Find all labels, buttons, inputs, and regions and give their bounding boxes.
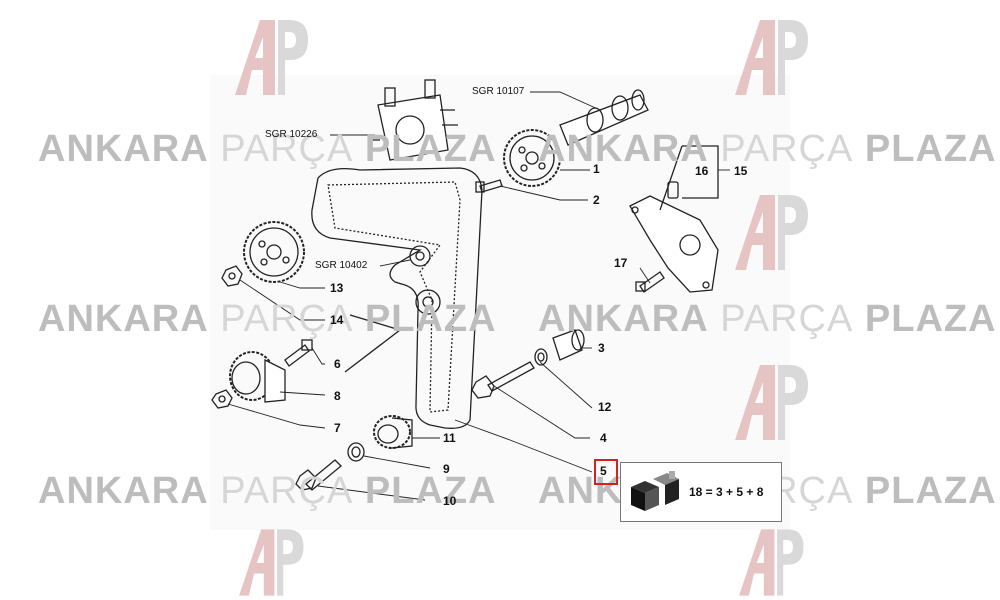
callout-10[interactable]: 10: [443, 494, 457, 508]
group-bracket: [682, 145, 719, 199]
callout-13[interactable]: 13: [330, 281, 344, 295]
bolt: [635, 271, 665, 293]
camshaft: [559, 89, 649, 146]
callout-2[interactable]: 2: [593, 193, 600, 207]
callout-7[interactable]: 7: [334, 421, 341, 435]
tensioner-pulley: [415, 289, 441, 315]
camshaft-gear: [503, 129, 561, 187]
watermark-logo: [239, 529, 304, 596]
callout-11[interactable]: 11: [443, 431, 456, 445]
kit-box-icon: [631, 471, 679, 511]
washer: [347, 442, 365, 462]
callout-4[interactable]: 4: [600, 431, 607, 445]
crankshaft-gear: [373, 415, 413, 449]
diagram-plate: [210, 75, 790, 530]
callout-5[interactable]: 5: [600, 464, 607, 478]
watermark-logo: [235, 20, 308, 95]
watermark-logo: [739, 529, 804, 596]
watermark-logo: [735, 20, 808, 95]
callout-1[interactable]: 1: [593, 162, 600, 176]
idler-pulley: [409, 245, 431, 267]
bolt: [284, 339, 313, 367]
tensioner-assembly: [229, 351, 286, 403]
highlight-box: [594, 459, 618, 485]
nut: [211, 389, 233, 409]
kit-formula: 18 = 3 + 5 + 8: [689, 485, 764, 499]
part-ref-sgr-10226[interactable]: SGR 10226: [265, 129, 318, 140]
callout-14[interactable]: 14: [330, 313, 344, 327]
nut: [221, 265, 243, 287]
callout-15[interactable]: 15: [734, 164, 748, 178]
watermark-logo: [735, 195, 808, 270]
washer: [534, 348, 548, 366]
kit-info-box: 18 = 3 + 5 + 8: [620, 462, 782, 522]
leader-line: [344, 314, 402, 373]
watermark-logo: [735, 365, 808, 440]
leader-lines: [227, 91, 730, 501]
callout-6[interactable]: 6: [334, 357, 341, 371]
callout-3[interactable]: 3: [598, 341, 605, 355]
bolt: [471, 361, 535, 399]
bolt: [475, 179, 503, 193]
spacer-roller: [552, 329, 585, 361]
bolt: [295, 459, 342, 491]
water-pump-bracket: [629, 195, 719, 293]
injection-pump: [368, 79, 458, 161]
timing-belt: [311, 167, 483, 429]
callout-17[interactable]: 17: [614, 256, 628, 270]
dowel-pin: [667, 181, 679, 199]
callout-8[interactable]: 8: [334, 389, 341, 403]
callout-9[interactable]: 9: [443, 462, 450, 476]
callout-16[interactable]: 16: [695, 164, 709, 178]
part-ref-sgr-10107[interactable]: SGR 10107: [472, 86, 525, 97]
callout-12[interactable]: 12: [598, 400, 612, 414]
part-ref-sgr-10402[interactable]: SGR 10402: [315, 260, 368, 271]
pump-gear: [243, 221, 305, 283]
leader-line: [659, 145, 683, 211]
